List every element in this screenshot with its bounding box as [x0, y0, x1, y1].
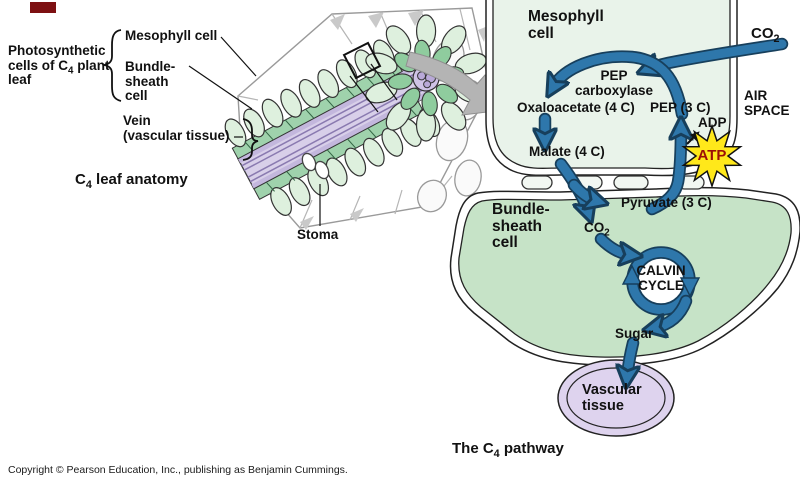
bundle-sheath-strip — [253, 100, 425, 201]
vascular-tissue-shape — [557, 359, 675, 437]
leaf-bundle-sheath-cell — [421, 91, 438, 117]
magnify-arrow-icon — [405, 51, 505, 116]
leaf-mesophyll-cell — [243, 108, 265, 138]
leaf-anatomy-title: C4 leaf anatomy — [75, 171, 188, 191]
plasmodesma-pill — [613, 175, 649, 190]
sugar-to-vascular-arrow — [627, 336, 633, 377]
malate-label: Malate (4 C) — [529, 144, 605, 159]
atp-label: ATP — [697, 147, 727, 164]
sugar-label: Sugar — [615, 326, 654, 341]
plasmodesma-pill — [521, 175, 553, 190]
leaf-bundle-sheath-cell — [435, 83, 458, 104]
pyruvate-to-pep-arrow — [645, 128, 681, 216]
leaf-mesophyll-cell — [317, 69, 340, 98]
leaf-mesophyll-cell — [381, 127, 404, 157]
epidermal-cell — [454, 159, 482, 197]
zoom-region-box — [342, 41, 382, 80]
stoma-guard-cell — [301, 152, 317, 172]
leaf-mesophyll-cell — [261, 98, 284, 128]
mesophyll-pointer-line — [220, 36, 257, 77]
leaf-mesophyll-cell — [362, 137, 385, 167]
leaf-mesophyll-cell — [280, 88, 303, 118]
pep-label: PEP (3 C) — [650, 100, 711, 115]
red-mark — [30, 2, 56, 13]
vein-brace — [242, 118, 259, 161]
co2-top-label: CO2 — [751, 25, 780, 45]
co2-to-calvin-arrow — [594, 232, 631, 255]
co2-mid-label: CO2 — [584, 220, 610, 239]
left-brace — [103, 29, 122, 102]
leaf-mesophyll-cell — [270, 187, 292, 216]
pyruvate-label: Pyruvate (3 C) — [621, 195, 712, 210]
atp-burst-icon — [681, 123, 743, 189]
adp-label: ADP — [698, 115, 727, 130]
epidermal-cell — [416, 179, 448, 213]
leaf-mesophyll-cell — [440, 101, 467, 131]
pep-to-oxaloacetate-arrow — [553, 50, 689, 121]
calvin-to-sugar-arrow — [654, 294, 693, 328]
leaf-mesophyll-cell — [298, 78, 321, 108]
stoma-guard-cell — [314, 160, 330, 180]
leaf-bundle-sheath-cell — [387, 73, 413, 90]
leaf-mesophyll-cell — [344, 147, 367, 177]
oxaloacetate-label: Oxaloacetate (4 C) — [517, 100, 635, 115]
photosynthetic-cells-label: Photosynthetic cells of C4 plant leaf — [8, 43, 110, 88]
leaf-cross-section — [224, 14, 487, 216]
stoma-label: Stoma — [297, 227, 339, 242]
leaf-bundle-sheath-cell — [400, 87, 421, 110]
malate-to-pyruvate-arrow — [567, 178, 597, 201]
leaf-mesophyll-cell — [325, 157, 348, 187]
leaf-mesophyll-cell — [385, 25, 412, 55]
leaf-mesophyll-cell — [335, 59, 358, 89]
copyright-text: Copyright © Pearson Education, Inc., pub… — [8, 464, 348, 476]
vein-label: Vein(vascular tissue) — [123, 113, 230, 143]
leaf-mesophyll-cell — [224, 118, 247, 148]
pathway-title: The C4 pathway — [452, 440, 564, 460]
bundle-pointer-line — [188, 65, 253, 110]
mesophyll-cell-pointer-label: Mesophyll cell — [125, 28, 218, 43]
